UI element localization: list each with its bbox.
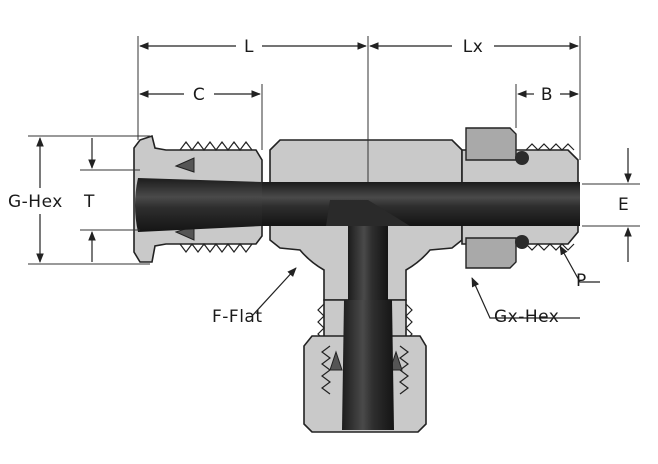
label-P: P <box>576 271 587 291</box>
label-G-Hex: G-Hex <box>8 192 63 212</box>
label-Lx: Lx <box>463 37 484 57</box>
label-B: B <box>541 85 553 105</box>
label-Gx-Hex: Gx-Hex <box>494 307 559 327</box>
extension-lines <box>28 36 640 265</box>
label-L: L <box>244 37 254 57</box>
label-C: C <box>193 85 205 105</box>
tube-passages <box>135 178 580 430</box>
dimension-labels: L Lx C B G-Hex T E P F-Flat Gx-Hex <box>8 37 629 327</box>
label-F-Flat: F-Flat <box>212 307 263 327</box>
leader-lines <box>251 245 600 319</box>
dimension-lines <box>36 42 632 263</box>
label-T: T <box>83 192 95 212</box>
label-E: E <box>618 195 629 215</box>
